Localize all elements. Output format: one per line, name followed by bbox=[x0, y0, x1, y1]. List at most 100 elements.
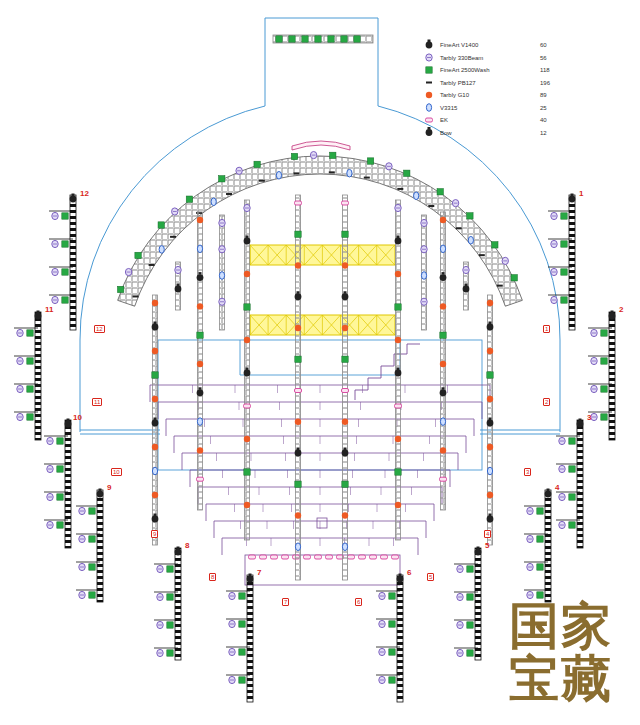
led-grid bbox=[304, 315, 305, 335]
led-grid bbox=[268, 315, 269, 335]
beam-fixture bbox=[457, 565, 463, 572]
wash-fixture bbox=[167, 594, 173, 600]
stage-step bbox=[166, 419, 474, 436]
tower-arm bbox=[226, 675, 250, 676]
stage-step bbox=[320, 487, 321, 495]
wash-fixture bbox=[244, 469, 250, 475]
beam-fixture bbox=[79, 507, 85, 514]
beam-fixture bbox=[229, 648, 235, 655]
position-number: 10 bbox=[111, 468, 122, 476]
beam-fixture bbox=[559, 521, 565, 528]
pb127-fixture bbox=[149, 264, 155, 266]
stage-step bbox=[291, 504, 292, 512]
pb127-fixture bbox=[364, 177, 370, 179]
led-grid bbox=[322, 315, 323, 335]
legend-text: EK bbox=[440, 117, 448, 123]
wash-fixture bbox=[89, 508, 95, 514]
beam-fixture bbox=[527, 535, 533, 542]
v1400-fixture bbox=[249, 574, 252, 577]
v1400-fixture bbox=[197, 274, 204, 281]
beam-fixture bbox=[17, 357, 23, 364]
v1400-fixture bbox=[489, 418, 492, 421]
wash-fixture bbox=[440, 332, 446, 338]
stage-step bbox=[358, 419, 359, 427]
stage-step bbox=[243, 419, 244, 427]
stage-step bbox=[393, 436, 394, 444]
beam-fixture bbox=[127, 272, 131, 273]
wash-fixture bbox=[487, 372, 493, 378]
wash-fixture bbox=[467, 622, 473, 628]
wash-fixture bbox=[330, 152, 336, 158]
v1400-fixture bbox=[487, 420, 494, 427]
tower bbox=[247, 575, 253, 702]
g10-fixture bbox=[342, 512, 348, 518]
beam-fixture bbox=[380, 652, 384, 653]
beam-fixture bbox=[560, 525, 564, 526]
pb127-fixture bbox=[170, 236, 176, 238]
led-grid bbox=[358, 245, 359, 265]
pipe-truss bbox=[176, 262, 181, 310]
beam-fixture bbox=[158, 597, 162, 598]
beam-fixture bbox=[591, 329, 597, 336]
ek-fixture bbox=[282, 555, 289, 559]
wash-fixture bbox=[537, 564, 543, 570]
v1400-fixture bbox=[297, 448, 300, 451]
beam-fixture bbox=[380, 596, 384, 597]
position-number: 2 bbox=[543, 398, 550, 406]
pipe-truss bbox=[396, 200, 401, 540]
beam-fixture bbox=[172, 208, 178, 215]
v1400-fixture bbox=[463, 286, 470, 293]
v1400-fixture bbox=[65, 421, 72, 428]
v1400-fixture bbox=[152, 516, 159, 523]
stage-step bbox=[251, 453, 252, 461]
wash-fixture bbox=[367, 158, 373, 164]
beam-fixture bbox=[421, 219, 427, 226]
g10-fixture bbox=[395, 436, 401, 442]
wash-fixture bbox=[295, 481, 301, 487]
wash-fixture bbox=[167, 622, 173, 628]
g10-fixture bbox=[295, 419, 301, 425]
g10-fixture bbox=[487, 444, 493, 450]
tower-arm bbox=[454, 648, 478, 649]
stage-step bbox=[285, 453, 286, 461]
g10-fixture bbox=[487, 300, 493, 306]
wash-fixture bbox=[89, 536, 95, 542]
beam-fixture bbox=[48, 441, 52, 442]
beam-fixture bbox=[157, 565, 163, 572]
beam-fixture bbox=[454, 203, 458, 204]
beam-fixture bbox=[173, 211, 177, 212]
beam-fixture bbox=[17, 385, 23, 392]
beam-fixture bbox=[229, 592, 235, 599]
wash-fixture bbox=[57, 466, 63, 472]
beam-fixture bbox=[527, 563, 533, 570]
g10-fixture bbox=[197, 447, 203, 453]
v1400-fixture bbox=[609, 313, 616, 320]
wash-fixture bbox=[467, 594, 473, 600]
beam-fixture bbox=[18, 333, 22, 334]
beam-fixture bbox=[79, 591, 85, 598]
wash-fixture bbox=[395, 469, 401, 475]
led-grid bbox=[322, 245, 323, 265]
wash-fixture bbox=[158, 222, 164, 228]
wash-fixture bbox=[27, 330, 33, 336]
v1400-fixture bbox=[397, 236, 400, 239]
v1400-fixture bbox=[35, 313, 42, 320]
tower bbox=[475, 548, 481, 660]
stage-step bbox=[240, 521, 241, 529]
beam-fixture bbox=[458, 597, 462, 598]
beam-fixture bbox=[18, 417, 22, 418]
top-truss bbox=[273, 35, 373, 43]
tower-arm bbox=[226, 619, 250, 620]
tower-arm bbox=[226, 647, 250, 648]
wash-fixture bbox=[437, 189, 443, 195]
g10-fixture bbox=[426, 92, 432, 98]
v1400-fixture bbox=[295, 293, 302, 300]
ek-fixture bbox=[395, 404, 402, 408]
led-grid bbox=[377, 315, 395, 335]
tower-arm bbox=[154, 564, 178, 565]
wash-fixture bbox=[186, 196, 192, 202]
beam-fixture bbox=[219, 219, 225, 226]
g10-fixture bbox=[395, 337, 401, 343]
led-grid bbox=[268, 315, 286, 335]
v1400-fixture bbox=[611, 311, 614, 314]
